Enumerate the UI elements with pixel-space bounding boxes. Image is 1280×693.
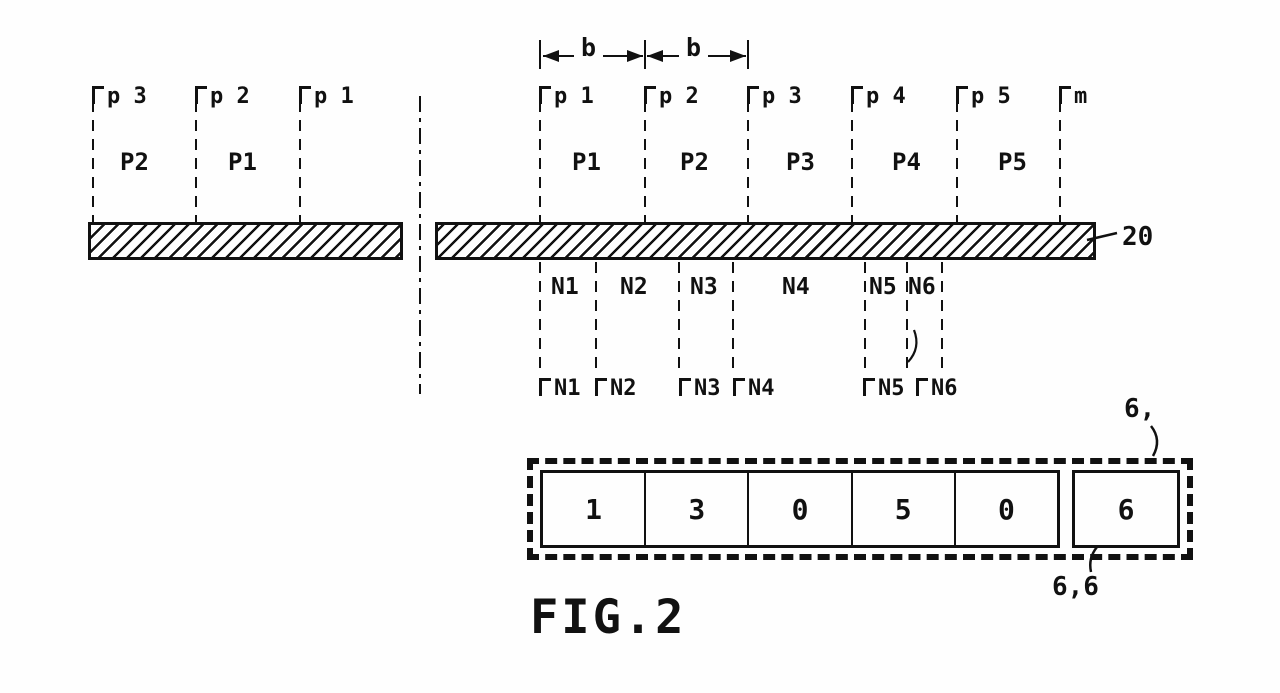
tick-corner-icon [539, 86, 551, 104]
segment-label-N4: N4 [782, 274, 810, 300]
tick-text: N5 [878, 376, 905, 401]
register-cell: 5 [853, 473, 956, 545]
tick-label-N6: N6 [916, 378, 958, 400]
segment-label-P3: P3 [786, 148, 815, 176]
guide-line [851, 101, 853, 222]
tick-label-N1: N1 [539, 378, 581, 400]
guide-line [539, 101, 541, 222]
n6-curve-leader [907, 329, 918, 363]
guide-line [941, 262, 943, 376]
segment-label-P4: P4 [892, 148, 921, 176]
tick-corner-icon [595, 378, 607, 396]
tick-text: p 2 [659, 84, 699, 109]
register-cell: 3 [646, 473, 750, 545]
tick-text: N2 [610, 376, 637, 401]
segment-label-N2: N2 [620, 274, 648, 300]
guide-line [747, 101, 749, 222]
guide-line [539, 262, 541, 376]
arrow-right-icon [627, 50, 643, 62]
tick-text: p 2 [210, 84, 250, 109]
segment-label-N5: N5 [869, 274, 897, 300]
guide-line [906, 262, 908, 376]
tick-corner-icon [195, 86, 207, 104]
tick-label-p3-left: p 3 [92, 86, 147, 108]
dimension-tick [539, 40, 541, 69]
tick-corner-icon [863, 378, 875, 396]
center-axis-line [419, 96, 421, 394]
tick-label-N2: N2 [595, 378, 637, 400]
arrow-left-icon [543, 50, 559, 62]
tick-label-N4: N4 [733, 378, 775, 400]
register-reference-leader [1149, 425, 1159, 457]
tick-text: N3 [694, 376, 721, 401]
tick-corner-icon [679, 378, 691, 396]
tick-label-p4-right: p 4 [851, 86, 906, 108]
dimension-label-b1: b [574, 34, 604, 62]
tick-corner-icon [733, 378, 745, 396]
register-extra-cell: 6 [1072, 470, 1180, 548]
guide-line [195, 101, 197, 222]
hatched-bar [88, 222, 1096, 260]
segment-label-N1: N1 [551, 274, 579, 300]
guide-line [956, 101, 958, 222]
register-cells-box: 1 3 0 5 0 [540, 470, 1060, 548]
tick-label-p5-right: p 5 [956, 86, 1011, 108]
dimension-tick [747, 40, 749, 69]
guide-line [595, 262, 597, 376]
segment-label-P1-left: P1 [228, 148, 257, 176]
tick-label-p2-left: p 2 [195, 86, 250, 108]
tick-text: p 5 [971, 84, 1011, 109]
tick-label-N5: N5 [863, 378, 905, 400]
guide-line [299, 101, 301, 222]
guide-line [678, 262, 680, 376]
tick-label-p1-left: p 1 [299, 86, 354, 108]
segment-label-N6: N6 [908, 274, 936, 300]
extra-cell-reference-label: 6,6 [1052, 572, 1099, 602]
guide-line [1059, 101, 1061, 222]
dimension-tick [644, 40, 646, 69]
arrow-left-icon [647, 50, 663, 62]
tick-corner-icon [916, 378, 928, 396]
register-dashed-box [527, 458, 1193, 560]
segment-label-P5: P5 [998, 148, 1027, 176]
tick-text: N6 [931, 376, 958, 401]
guide-line [92, 101, 94, 222]
tick-corner-icon [956, 86, 968, 104]
figure-caption: FIG.2 [530, 590, 687, 645]
tick-label-p1-right: p 1 [539, 86, 594, 108]
register-cell: 0 [749, 473, 853, 545]
segment-label-N3: N3 [690, 274, 718, 300]
tick-corner-icon [539, 378, 551, 396]
tick-text: p 3 [107, 84, 147, 109]
tick-label-p2-right: p 2 [644, 86, 699, 108]
register-reference-label: 6, [1124, 394, 1156, 424]
register-cell: 0 [997, 492, 1015, 526]
tick-corner-icon [1059, 86, 1071, 104]
guide-line [732, 262, 734, 376]
guide-line [864, 262, 866, 376]
tick-text: N4 [748, 376, 775, 401]
tick-text: p 4 [866, 84, 906, 109]
dimension-label-b2: b [679, 34, 709, 62]
tick-corner-icon [92, 86, 104, 104]
tick-text: N1 [554, 376, 581, 401]
tick-text: p 3 [762, 84, 802, 109]
tick-label-m: m [1059, 86, 1087, 108]
guide-line [644, 101, 646, 222]
tick-text: p 1 [554, 84, 594, 109]
segment-label-P2: P2 [680, 148, 709, 176]
register-cell: 1 [543, 473, 647, 545]
tick-corner-icon [299, 86, 311, 104]
tick-text: m [1074, 84, 1088, 109]
tick-corner-icon [747, 86, 759, 104]
tick-corner-icon [644, 86, 656, 104]
tick-corner-icon [851, 86, 863, 104]
tick-label-p3-right: p 3 [747, 86, 802, 108]
segment-label-P1: P1 [572, 148, 601, 176]
bar-reference-label: 20 [1122, 222, 1154, 252]
segment-label-P2-left: P2 [120, 148, 149, 176]
tick-label-N3: N3 [679, 378, 721, 400]
tick-text: p 1 [314, 84, 354, 109]
arrow-right-icon [730, 50, 746, 62]
